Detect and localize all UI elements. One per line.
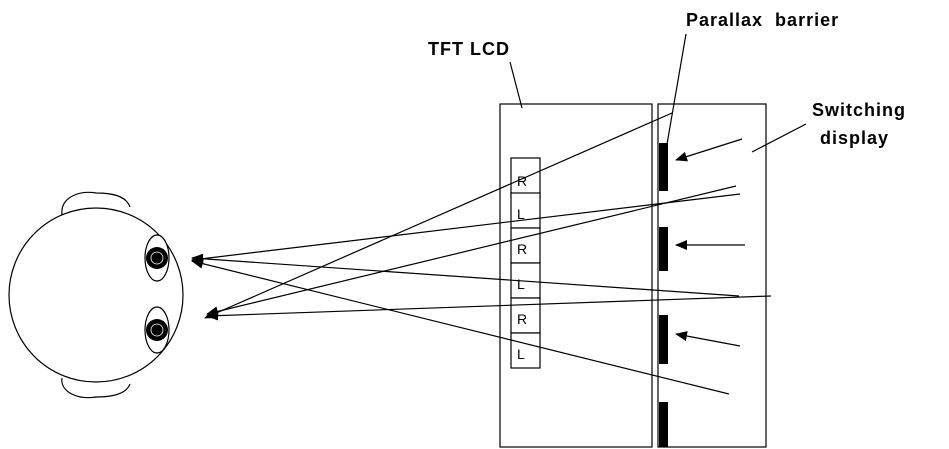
pixel-cell: [510, 332, 541, 369]
switching-display-leader: [751, 123, 807, 153]
ray-to-upper-eye: [191, 193, 741, 264]
pixel-label-r: R: [517, 173, 527, 189]
pixel-label-r: R: [517, 311, 527, 327]
ray-to-lower-eye: [206, 185, 737, 317]
switching-display-panel: [657, 103, 767, 448]
bottom-ear: [61, 377, 131, 399]
pixel-label-l: L: [517, 276, 525, 292]
barrier-slat: [659, 402, 668, 447]
barrier-slat: [659, 315, 668, 364]
tft-lcd-panel: R L R L R L: [499, 103, 653, 448]
pixel-label-l: L: [517, 346, 525, 362]
parallax-barrier-leader: [665, 33, 687, 151]
pixel-label-r: R: [517, 241, 527, 257]
ray-to-lower-eye: [206, 295, 772, 321]
leader-lines: [509, 33, 807, 153]
barrier-slat: [659, 143, 668, 191]
upper-eye: [144, 234, 170, 282]
ray-to-upper-eye: [191, 258, 730, 395]
pixel-column: R L R L R L: [510, 157, 541, 369]
pixel-label-l: L: [517, 206, 525, 222]
barrier-arrows: [675, 138, 745, 347]
barrier-slat: [659, 227, 668, 271]
barrier-arrow: [675, 138, 743, 162]
switching-display-label-line2: display: [820, 128, 889, 148]
pixel-cell: [510, 157, 541, 199]
tft-lcd-label: TFT LCD: [428, 39, 510, 59]
switching-display-label-line1: Switching: [812, 100, 906, 120]
ray-to-upper-eye: [191, 253, 740, 297]
switching-display-box: [657, 103, 767, 448]
parallax-barrier-label: Parallax barrier: [686, 10, 839, 30]
top-ear: [61, 191, 131, 216]
lower-eye: [144, 306, 170, 354]
pixel-cell: [510, 227, 541, 264]
barrier-arrow: [675, 331, 741, 347]
light-rays: [191, 112, 772, 395]
pixel-cell: [510, 192, 541, 229]
tft-lcd-leader: [509, 61, 523, 109]
head-circle: [8, 207, 184, 383]
viewer-head: [8, 191, 184, 399]
